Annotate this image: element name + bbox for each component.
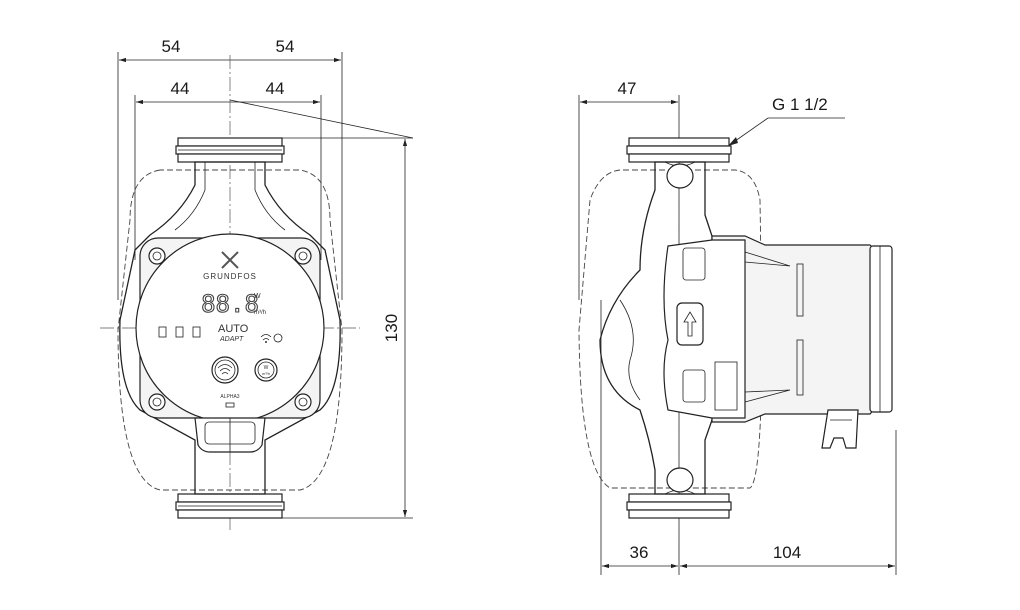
- dim-bottom-left: 36: [630, 543, 649, 562]
- bottom-flange: [175, 493, 285, 519]
- dimension-bottom: 36 104: [602, 543, 895, 569]
- side-pump-housing: [599, 161, 713, 495]
- dimension-height: 130: [382, 139, 408, 517]
- pump-body: [119, 161, 341, 495]
- dim-outer-right: 54: [276, 37, 295, 56]
- mode-auto-label: AUTO: [218, 323, 249, 335]
- unit-flow-label: m³/h: [254, 310, 266, 316]
- side-top-flange: [626, 137, 732, 163]
- button-unit-line1: W: [264, 365, 269, 371]
- thread-callout: G 1 1/2: [727, 95, 845, 147]
- button-unit-line2: m³/h: [262, 371, 270, 376]
- dim-inner-left: 44: [171, 79, 190, 98]
- dim-top-offset: 47: [618, 79, 637, 98]
- brand-name: GRUNDFOS: [203, 272, 257, 281]
- dimension-top-offset: 47: [580, 79, 678, 105]
- wireless-button[interactable]: [211, 356, 239, 384]
- thread-label: G 1 1/2: [772, 95, 828, 114]
- mode-adapt-label: ADAPT: [219, 336, 244, 343]
- side-view: 47 36 104 G 1 1/2: [578, 79, 897, 575]
- dimension-outer: 54 54: [119, 37, 341, 63]
- dimension-inner: 44 44: [136, 79, 320, 105]
- unit-toggle-button[interactable]: W m³/h: [254, 358, 278, 382]
- display-digits: 88.8: [201, 290, 259, 318]
- dim-outer-left: 54: [162, 37, 181, 56]
- model-label: ALPHA3: [220, 394, 239, 400]
- envelope-outline: [117, 169, 343, 491]
- top-flange: [175, 137, 285, 163]
- dim-inner-right: 44: [266, 79, 285, 98]
- dim-bottom-right: 104: [773, 543, 801, 562]
- mode-icons: [158, 326, 201, 338]
- front-view: 54 54 44 44 130: [100, 37, 414, 530]
- brand-logo: GRUNDFOS: [203, 251, 257, 281]
- unit-power-label: W: [254, 293, 261, 300]
- wifi-icon: [217, 364, 233, 375]
- flow-direction-icon: [676, 302, 704, 346]
- side-plug-connector: [821, 409, 859, 449]
- side-bottom-flange: [626, 493, 732, 519]
- wifi-status-icon: [260, 333, 283, 343]
- plug-box: [194, 417, 266, 453]
- dim-height: 130: [382, 314, 401, 342]
- screw-icons: [148, 247, 312, 411]
